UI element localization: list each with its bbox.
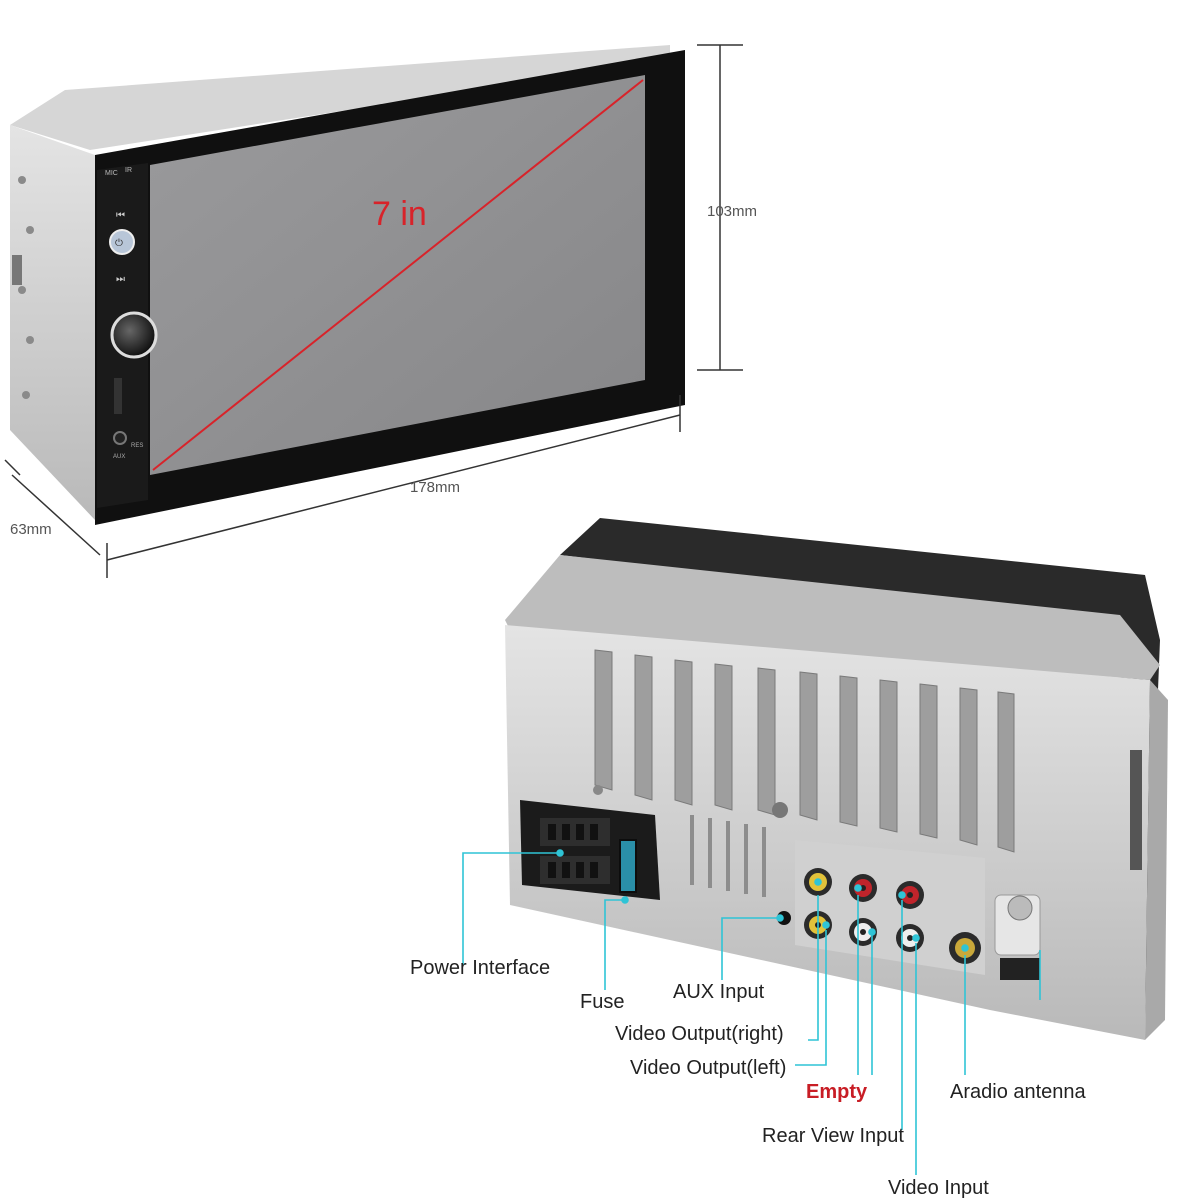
width-label: 178mm bbox=[410, 479, 460, 496]
label-video-output-right: Video Output(right) bbox=[615, 1023, 784, 1045]
ir-mark: IR bbox=[125, 167, 132, 174]
label-video-output-left: Video Output(left) bbox=[630, 1057, 786, 1079]
fuse bbox=[619, 839, 637, 893]
label-empty: Empty bbox=[806, 1081, 868, 1103]
power-icon: ⏻ bbox=[115, 238, 123, 249]
volume-knob[interactable] bbox=[110, 311, 158, 359]
sd-slot[interactable] bbox=[114, 378, 122, 414]
diagonal-label: 7 in bbox=[372, 195, 427, 233]
fuse-leader bbox=[604, 899, 625, 990]
label-fuse: Fuse bbox=[580, 991, 624, 1013]
diagonal-line bbox=[152, 79, 644, 471]
cage-top bbox=[10, 45, 670, 150]
label-aradio-antenna: Aradio antenna bbox=[950, 1081, 1087, 1103]
rear-side bbox=[1145, 680, 1168, 1040]
label-aux-input: AUX Input bbox=[673, 981, 765, 1003]
label-video-input: Video Input bbox=[888, 1177, 989, 1199]
next-icon[interactable]: ⏭ bbox=[116, 274, 125, 285]
mount-screw bbox=[772, 802, 788, 818]
video-output-left-leader bbox=[795, 930, 827, 1066]
height-dimension: 103mm bbox=[697, 44, 757, 371]
power-interface-leader bbox=[462, 852, 560, 965]
vent-slots bbox=[690, 815, 766, 897]
rca-video-input bbox=[896, 924, 924, 952]
aux-jack[interactable] bbox=[113, 431, 127, 445]
mic-mark: MIC bbox=[105, 170, 118, 177]
power-button[interactable] bbox=[109, 229, 135, 255]
callout-lines bbox=[462, 849, 1041, 1175]
rca-rear-view-input bbox=[896, 881, 924, 909]
width-dimension: 178mm bbox=[106, 395, 681, 578]
rear-head-unit bbox=[505, 518, 1168, 1040]
cooling-fins bbox=[594, 649, 1015, 853]
power-connector bbox=[520, 800, 660, 900]
label-power-interface: Power Interface bbox=[410, 957, 550, 979]
height-label: 103mm bbox=[707, 203, 757, 220]
rear-plate bbox=[505, 625, 1150, 1040]
aux-mark: AUX bbox=[113, 454, 125, 460]
front-head-unit: MIC IR ⏮ ⏻ ⏭ AUX RES 7 in 103mm 178mm bbox=[4, 44, 757, 578]
prev-icon[interactable]: ⏮ bbox=[116, 210, 125, 221]
video-output-right-leader bbox=[808, 895, 819, 1041]
depth-label: 63mm bbox=[10, 521, 52, 538]
aux-input-leader bbox=[721, 917, 780, 980]
rca-empty bbox=[849, 874, 877, 902]
label-rear-view-input: Rear View Input bbox=[762, 1125, 904, 1147]
cage-side bbox=[10, 125, 95, 520]
res-mark: RES bbox=[131, 443, 143, 449]
callout-labels: Power Interface Fuse AUX Input Video Out… bbox=[410, 957, 1087, 1199]
rear-top bbox=[505, 555, 1160, 680]
depth-dimension: 63mm bbox=[4, 459, 101, 556]
antenna-socket bbox=[994, 894, 1041, 980]
